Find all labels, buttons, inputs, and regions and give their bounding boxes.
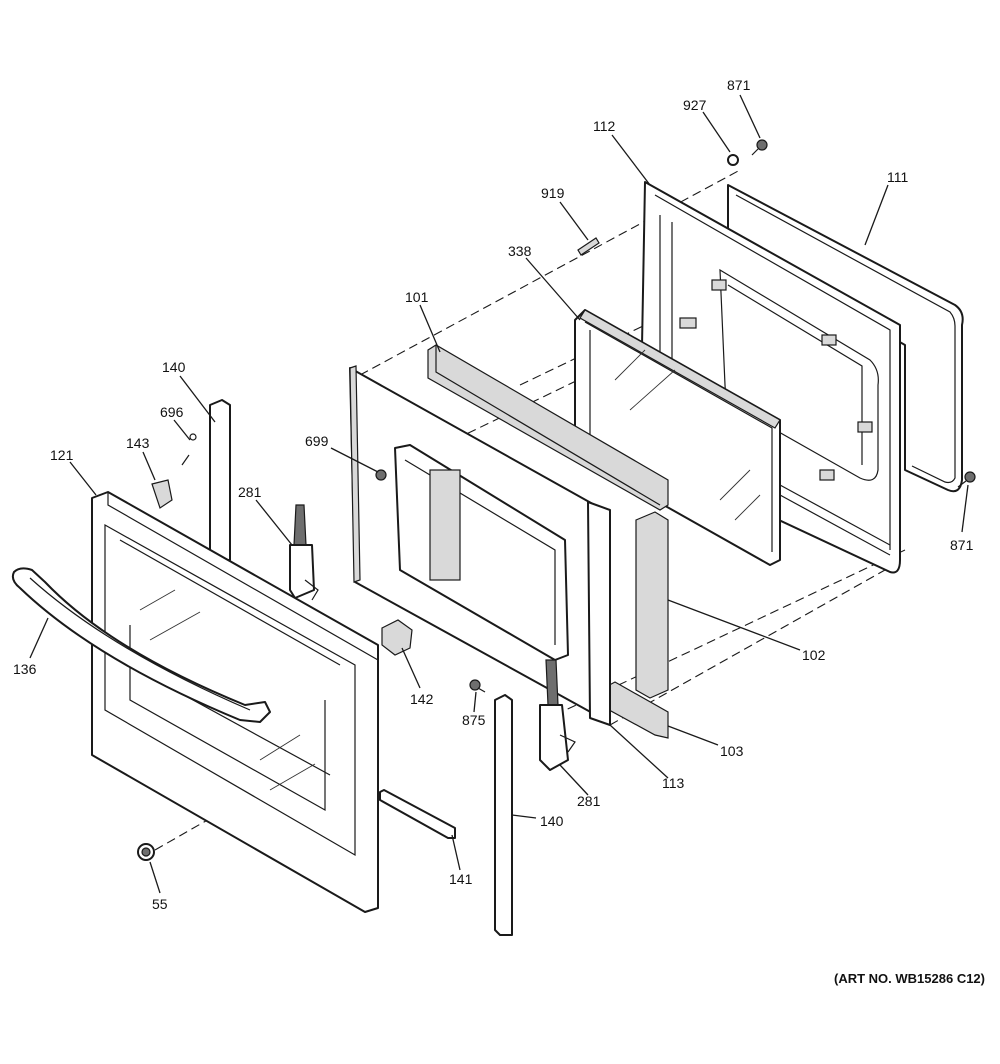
- callout-136: 136: [13, 661, 37, 677]
- callout-140-top: 140: [162, 359, 186, 375]
- part-140-channel-top: [209, 399, 231, 561]
- callout-927: 927: [683, 97, 707, 113]
- callout-141: 141: [449, 871, 473, 887]
- part-871-screw-top: [751, 139, 768, 156]
- callout-281-top: 281: [238, 484, 262, 500]
- part-136-door-handle: [11, 567, 271, 723]
- part-699-screw: [375, 469, 387, 481]
- part-140-channel-bottom: [494, 694, 513, 936]
- callout-281-bottom: 281: [577, 793, 601, 809]
- leader-lines: [29, 94, 969, 894]
- callout-919: 919: [541, 185, 565, 201]
- part-142-block: [381, 619, 413, 656]
- part-55-bumper: [137, 843, 155, 861]
- part-281-hinge-bottom: [539, 659, 576, 771]
- callout-338: 338: [508, 243, 532, 259]
- callout-871-right: 871: [950, 537, 974, 553]
- part-141-rod: [379, 789, 456, 839]
- callout-103: 103: [720, 743, 744, 759]
- callout-871-top: 871: [727, 77, 751, 93]
- callout-101: 101: [405, 289, 429, 305]
- part-281-hinge-top: [289, 504, 319, 601]
- part-102-insulation-side: [635, 511, 669, 699]
- callout-699: 699: [305, 433, 329, 449]
- part-696-clip: [181, 433, 197, 466]
- callout-102: 102: [802, 647, 826, 663]
- part-871-screw-right: [957, 471, 976, 488]
- part-875-screw: [469, 679, 486, 693]
- callout-112: 112: [593, 118, 616, 134]
- callout-121: 121: [50, 447, 74, 463]
- callout-142: 142: [410, 691, 434, 707]
- callout-696: 696: [160, 404, 184, 420]
- art-number: (ART NO. WB15286 C12): [834, 971, 985, 986]
- callout-875: 875: [462, 712, 486, 728]
- callout-143: 143: [126, 435, 150, 451]
- callout-111: 111: [887, 169, 908, 185]
- part-101-insulation-top: [427, 344, 669, 511]
- callout-55: 55: [152, 896, 168, 912]
- part-927-washer: [727, 154, 739, 166]
- part-113-door-frame: [349, 365, 611, 726]
- part-919-pin: [577, 237, 600, 256]
- callout-labels: 871 927 112 111 919 338 101 140 696 143 …: [13, 77, 974, 912]
- callout-113: 113: [662, 775, 685, 791]
- callout-140-bottom: 140: [540, 813, 564, 829]
- part-143-bracket: [151, 479, 173, 509]
